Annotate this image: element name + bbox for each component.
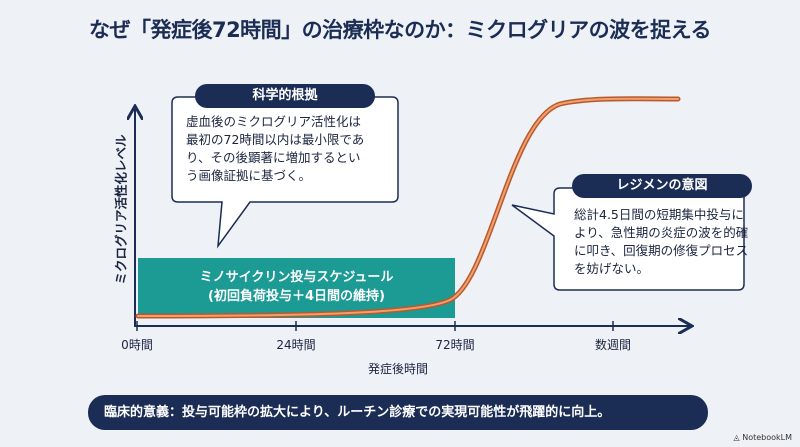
callout-science-bubble: [171, 96, 399, 249]
text-line: 総計4.5日間の短期集中投与に: [574, 207, 744, 222]
x-axis-label: 発症後時間: [367, 362, 429, 376]
callout-regimen-text: 総計4.5日間の短期集中投与に より、急性期の炎症の波を的確 に叩き、回復期の修…: [574, 206, 748, 278]
schedule-subtitle: (初回負荷投与＋4日間の維持): [208, 289, 385, 304]
text-line: に叩き、回復期の修復プロセス: [574, 243, 749, 258]
clinical-significance-banner: 臨床的意義：投与可能枠の拡大により、ルーチン診療での実現可能性が飛躍的に向上。: [88, 395, 708, 430]
text-line: を妨げない。: [574, 261, 650, 276]
schedule-title: ミノサイクリン投与スケジュール: [199, 270, 394, 285]
text-line: より、急性期の炎症の波を的確: [574, 225, 749, 240]
x-tick-label: 72時間: [435, 338, 475, 352]
logo-icon: ◬: [733, 433, 743, 442]
text-line: り、その後顕著に増加するとい: [186, 150, 361, 165]
y-axis-label: ミクログリア活性化レベル: [113, 134, 129, 285]
text-line: 虚血後のミクログリア活性化は: [186, 114, 362, 129]
callout-regimen-header: レジメンの意図: [572, 174, 752, 198]
notebooklm-logo: ◬ NotebookLM: [734, 433, 793, 442]
text-line: う画像証拠に基づく。: [186, 168, 312, 183]
x-tick-label: 24時間: [276, 338, 316, 352]
logo-text: NotebookLM: [742, 433, 792, 442]
x-tick-label: 0時間: [121, 338, 153, 352]
text-line: 最初の72時間以内は最小限であ: [186, 132, 365, 147]
callout-science-text: 虚血後のミクログリア活性化は 最初の72時間以内は最小限であ り、その後顕著に増…: [186, 113, 364, 185]
callout-science-header: 科学的根拠: [195, 84, 375, 108]
slide-title: なぜ「発症後72時間」の治療枠なのか：ミクログリアの波を捉える: [88, 18, 712, 42]
x-tick-label: 数週間: [594, 338, 632, 352]
